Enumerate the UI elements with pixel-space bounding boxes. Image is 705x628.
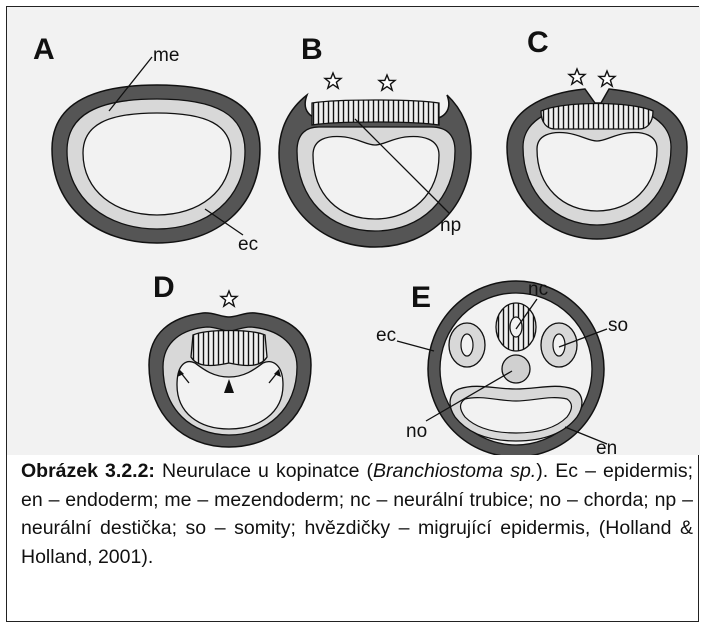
neurulation-figure: A me ec B np C xyxy=(7,7,700,455)
figure-frame: A me ec B np C xyxy=(6,6,699,622)
panel-e-no-label: no xyxy=(406,421,427,442)
panel-a-letter: A xyxy=(33,33,55,66)
caption-label: Obrázek 3.2.2: xyxy=(21,460,155,482)
panel-e-somite-left-lumen xyxy=(461,334,473,356)
panel-e-notochord xyxy=(502,355,530,383)
figure-caption: Obrázek 3.2.2: Neurulace u kopinatce (Br… xyxy=(21,457,693,571)
panel-c-letter: C xyxy=(527,26,549,59)
panel-a-lumen xyxy=(83,113,231,215)
panel-e-en-label: en xyxy=(596,438,617,455)
panel-e-neural-tube-lumen xyxy=(510,317,522,337)
panel-e-letter: E xyxy=(411,281,431,314)
panel-c-neural-plate xyxy=(541,104,653,130)
panel-d-letter: D xyxy=(153,271,175,304)
panel-b-letter: B xyxy=(301,33,323,66)
panel-d-neural-plate xyxy=(191,331,267,366)
panel-e-nc-label: nc xyxy=(528,279,548,300)
panel-b-np-label: np xyxy=(440,215,461,236)
panel-e-ec-label: ec xyxy=(376,325,396,346)
caption-text-1: Neurulace u kopinatce ( xyxy=(155,460,373,482)
panel-a-ec-label: ec xyxy=(238,234,258,255)
panel-e-so-label: so xyxy=(608,315,628,336)
panel-a-me-label: me xyxy=(153,45,179,66)
caption-species: Branchiostoma sp. xyxy=(373,460,536,482)
panel-b-neural-plate xyxy=(312,100,439,125)
